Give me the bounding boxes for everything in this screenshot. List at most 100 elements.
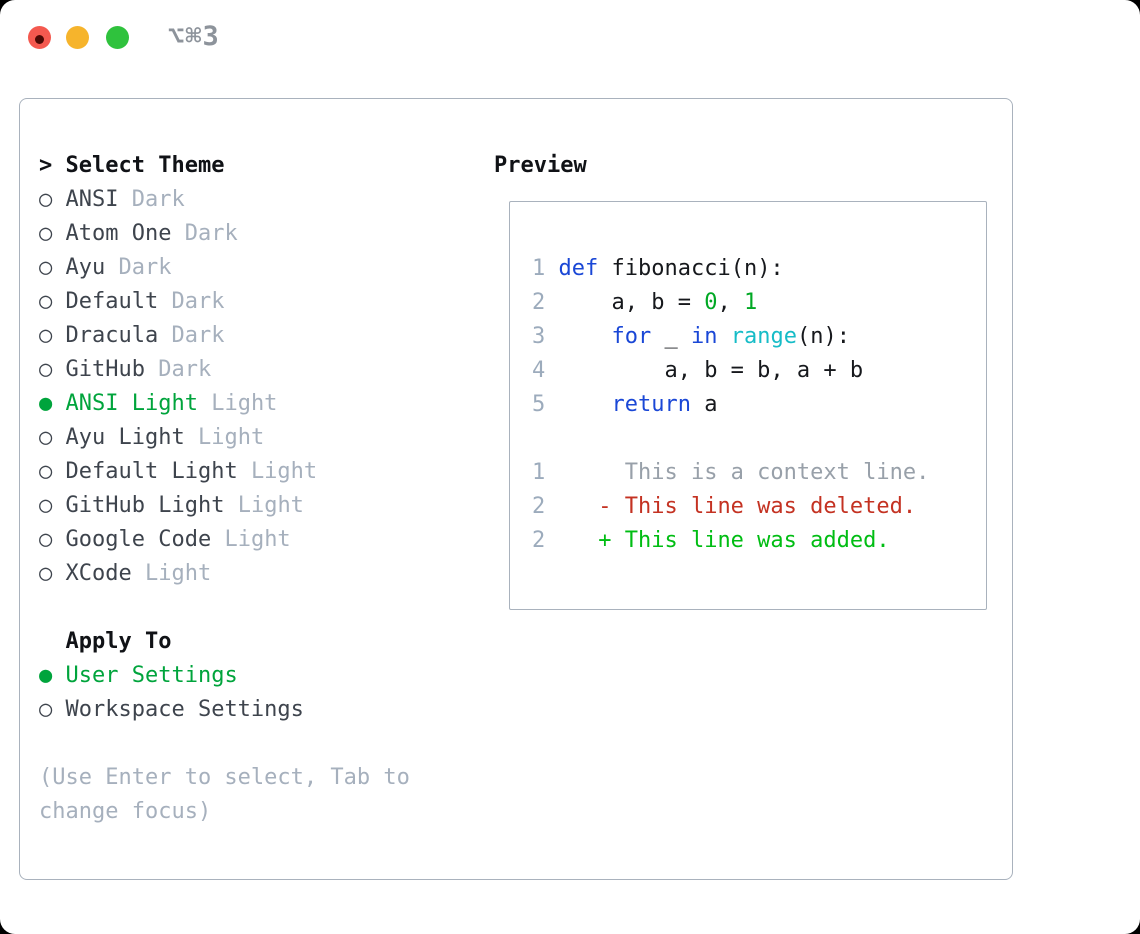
radio-icon: ○ — [39, 697, 53, 722]
code-token: - This line was deleted. — [558, 494, 917, 519]
theme-variant-tag: Light — [144, 561, 212, 586]
code-token: , — [717, 290, 744, 315]
radio-icon: ○ — [39, 493, 53, 518]
theme-option[interactable]: ○ Default Light Light — [39, 455, 494, 489]
prompt-icon: > — [39, 153, 53, 178]
radio-icon: ○ — [39, 255, 53, 280]
theme-option[interactable]: ○ ANSI Dark — [39, 183, 494, 217]
theme-name: ANSI — [65, 187, 119, 212]
theme-selector-panel: > Select Theme ○ ANSI Dark○ Atom One Dar… — [19, 98, 1013, 880]
theme-list-pane: > Select Theme ○ ANSI Dark○ Atom One Dar… — [39, 149, 494, 829]
theme-option[interactable]: ○ Default Dark — [39, 285, 494, 319]
theme-variant-tag: Light — [224, 527, 291, 552]
code-token: _ — [651, 324, 691, 349]
theme-variant-tag: Light — [197, 425, 265, 450]
theme-name: Default — [65, 289, 159, 314]
apply-to-title: Apply To — [65, 629, 172, 654]
apply-option[interactable]: ○ Workspace Settings — [39, 693, 494, 727]
radio-selected-icon: ● — [39, 391, 53, 416]
spacer — [39, 591, 494, 625]
apply-to-header: Apply To — [39, 625, 494, 659]
theme-option-list: ○ ANSI Dark○ Atom One Dark○ Ayu Dark○ De… — [39, 183, 494, 591]
hint-text: (Use Enter to select, Tab to — [39, 765, 410, 790]
apply-option-list: ● User Settings○ Workspace Settings — [39, 659, 494, 727]
radio-icon: ○ — [39, 357, 53, 382]
line-number: 2 — [532, 494, 546, 519]
select-theme-header: > Select Theme — [39, 149, 494, 183]
line-number: 3 — [532, 324, 546, 349]
radio-icon: ○ — [39, 289, 53, 314]
theme-variant-tag: Light — [250, 459, 318, 484]
theme-name: GitHub — [65, 357, 145, 382]
theme-name: Ayu — [65, 255, 106, 280]
code-token: 1 — [743, 290, 758, 315]
theme-option[interactable]: ○ GitHub Dark — [39, 353, 494, 387]
window-title: ⌥⌘3 — [168, 21, 220, 52]
theme-name: ANSI Light — [65, 391, 198, 416]
theme-name: GitHub Light — [65, 493, 225, 518]
theme-option[interactable]: ○ Ayu Dark — [39, 251, 494, 285]
theme-variant-tag: Light — [237, 493, 304, 518]
code-blank-line — [532, 422, 986, 456]
code-line: 4 a, b = b, a + b — [532, 354, 986, 388]
theme-variant-tag: Dark — [184, 221, 238, 246]
theme-option[interactable]: ○ Atom One Dark — [39, 217, 494, 251]
record-dot-icon — [35, 35, 44, 44]
code-line: 1 def fibonacci(n): — [532, 252, 986, 286]
code-token: a, b = b, a + b — [558, 358, 864, 383]
code-line: 2 a, b = 0, 1 — [532, 286, 986, 320]
code-token: + This line was added. — [558, 528, 890, 553]
code-line: 2 - This line was deleted. — [532, 490, 986, 524]
theme-variant-tag: Dark — [118, 255, 172, 280]
apply-option[interactable]: ● User Settings — [39, 659, 494, 693]
code-token: a — [690, 392, 718, 417]
theme-option[interactable]: ○ Dracula Dark — [39, 319, 494, 353]
line-number: 2 — [532, 290, 546, 315]
theme-name: Default Light — [65, 459, 238, 484]
radio-icon: ○ — [39, 527, 53, 552]
theme-name: Dracula — [65, 323, 159, 348]
apply-option-label: User Settings — [65, 663, 238, 688]
theme-variant-tag: Dark — [131, 187, 185, 212]
code-token: return — [611, 392, 691, 417]
zoom-button[interactable] — [106, 26, 129, 49]
code-token: range — [730, 324, 797, 349]
theme-option[interactable]: ○ Ayu Light Light — [39, 421, 494, 455]
close-button[interactable] — [28, 26, 51, 49]
radio-icon: ○ — [39, 459, 53, 484]
theme-variant-tag: Dark — [171, 323, 225, 348]
apply-option-label: Workspace Settings — [65, 697, 304, 722]
theme-variant-tag: Dark — [158, 357, 212, 382]
radio-icon: ○ — [39, 187, 53, 212]
line-number: 1 — [532, 256, 546, 281]
code-line: 2 + This line was added. — [532, 524, 986, 558]
line-number: 1 — [532, 460, 546, 485]
theme-option[interactable]: ○ Google Code Light — [39, 523, 494, 557]
code-line: 1 This is a context line. — [532, 456, 986, 490]
select-theme-title: Select Theme — [65, 153, 225, 178]
code-token: 0 — [704, 290, 718, 315]
line-number: 4 — [532, 358, 546, 383]
theme-name: Ayu Light — [65, 425, 185, 450]
radio-icon: ○ — [39, 561, 53, 586]
code-token — [559, 324, 612, 349]
code-token — [559, 392, 612, 417]
code-token: This is a context line. — [558, 460, 930, 485]
radio-selected-icon: ● — [39, 663, 53, 688]
code-token: in — [690, 324, 718, 349]
code-line: 5 return a — [532, 388, 986, 422]
code-token — [717, 324, 730, 349]
theme-name: Google Code — [65, 527, 212, 552]
theme-option[interactable]: ○ GitHub Light Light — [39, 489, 494, 523]
code-line: 3 for _ in range(n): — [532, 320, 986, 354]
minimize-button[interactable] — [66, 26, 89, 49]
theme-option[interactable]: ● ANSI Light Light — [39, 387, 494, 421]
line-number: 5 — [532, 392, 546, 417]
preview-title: Preview — [494, 153, 587, 178]
theme-option[interactable]: ○ XCode Light — [39, 557, 494, 591]
code-token: fibonacci(n): — [598, 256, 784, 281]
